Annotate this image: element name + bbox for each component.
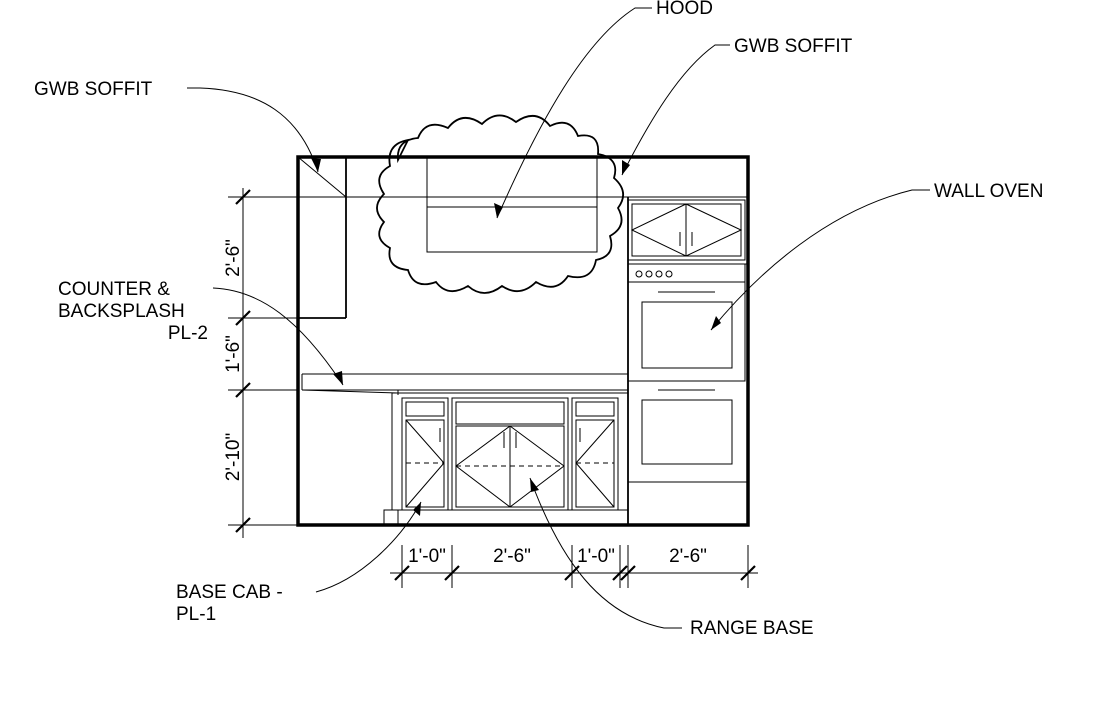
- dim-vertical-2: 1'-6": [223, 335, 244, 373]
- dim-vertical-3: 2'-10": [223, 433, 244, 481]
- leader-lines: [187, 7, 930, 629]
- label-counter-line3: PL-2: [168, 323, 208, 344]
- dim-vertical-1: 2'-6": [223, 239, 244, 277]
- label-wall-oven: WALL OVEN: [934, 181, 1043, 202]
- vertical-dimension-string: [228, 188, 298, 538]
- dim-horizontal-2: 2'-6": [493, 546, 531, 567]
- horizontal-dimension-string: [390, 545, 758, 588]
- dim-horizontal-3: 1'-0": [577, 546, 615, 567]
- label-gwb-soffit-right: GWB SOFFIT: [734, 36, 853, 57]
- dim-horizontal-4: 2'-6": [669, 546, 707, 567]
- elevation-outline: [296, 155, 750, 527]
- revision-cloud: [376, 114, 624, 294]
- oven-tower: [627, 196, 748, 525]
- label-gwb-soffit-left: GWB SOFFIT: [34, 79, 153, 100]
- label-base-cab-line1: BASE CAB -: [176, 582, 283, 603]
- label-counter-line1: COUNTER &: [58, 279, 170, 300]
- hood: [426, 156, 598, 253]
- wall-oven: [627, 263, 748, 483]
- dim-horizontal-1: 1'-0": [408, 546, 446, 567]
- counter-backsplash: [301, 373, 628, 395]
- label-base-cab-line2: PL-1: [176, 604, 216, 625]
- label-hood: HOOD: [656, 0, 713, 19]
- label-range-base: RANGE BASE: [690, 618, 814, 639]
- label-counter-line2: BACKSPLASH: [58, 301, 185, 322]
- upper-cabinet-left: [297, 156, 347, 319]
- base-cabinets: [383, 392, 628, 526]
